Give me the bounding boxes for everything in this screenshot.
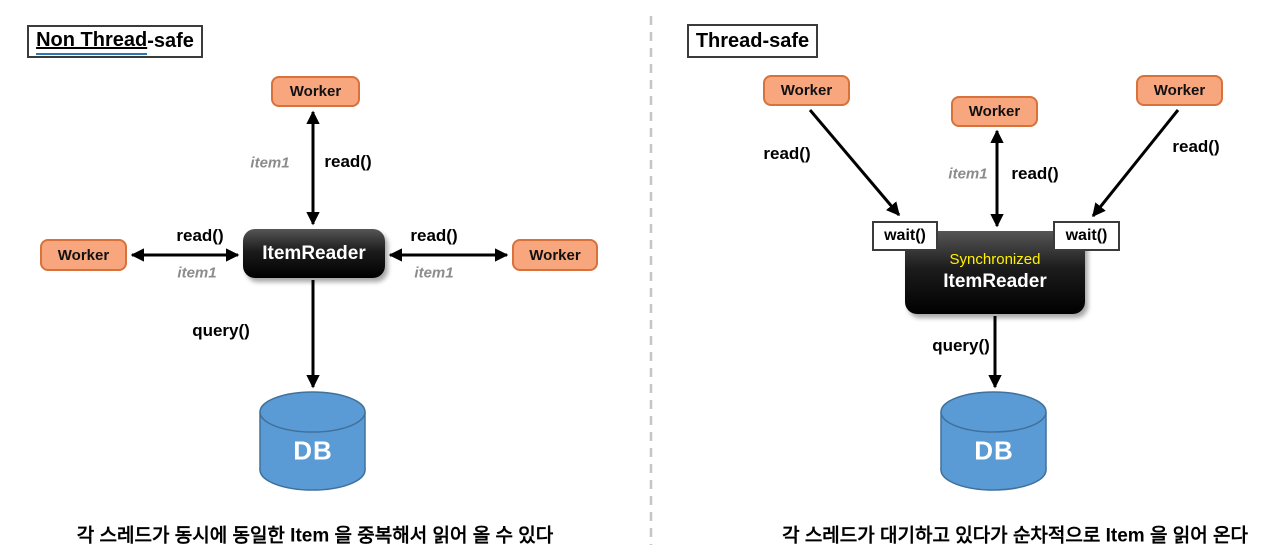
left-worker-top-label: Worker (289, 83, 342, 100)
right-title-text: Thread-safe (695, 29, 810, 52)
left-itemreader-label: ItemReader (262, 242, 366, 264)
db-cylinder-left (259, 391, 366, 491)
right-read-left-label: read() (763, 144, 811, 163)
right-worker-left-label: Worker (780, 82, 833, 99)
right-arrows (808, 109, 1180, 389)
wait-right-label: wait() (1065, 227, 1108, 244)
right-query-label: query() (932, 336, 990, 355)
left-worker-top: Worker (271, 76, 360, 107)
synchronized-label: Synchronized (949, 251, 1041, 269)
left-worker-right-label: Worker (529, 246, 581, 264)
right-itemreader-label: ItemReader (943, 271, 1047, 292)
right-worker-right-label: Worker (1153, 82, 1206, 99)
right-caption: 각 스레드가 대기하고 있다가 순차적으로 Item 을 읽어 온다 (782, 525, 1248, 547)
left-read-left-label: read() (176, 226, 224, 245)
left-item1-top-label: item1 (250, 154, 290, 172)
left-read-top-label: read() (324, 152, 372, 171)
left-worker-left-label: Worker (57, 246, 110, 264)
left-title-underlined-text: Non Thread (36, 29, 148, 55)
left-itemreader-box: ItemReader (243, 229, 385, 278)
right-worker-left: Worker (763, 75, 850, 106)
wait-box-left: wait() (872, 221, 938, 251)
right-worker-right: Worker (1136, 75, 1223, 106)
left-db-label: DB (293, 435, 333, 466)
left-worker-left: Worker (40, 239, 127, 271)
left-arrows (130, 110, 509, 389)
left-read-right-label: read() (410, 226, 458, 245)
right-arrow-left-worker (808, 109, 901, 217)
right-worker-center: Worker (951, 96, 1038, 127)
wait-box-right: wait() (1053, 221, 1120, 251)
right-read-right-label: read() (1172, 137, 1220, 156)
db-cylinder-right (940, 391, 1047, 491)
right-db-label: DB (974, 435, 1014, 466)
left-item1-right-label: item1 (414, 264, 454, 282)
left-query-label: query() (192, 321, 250, 340)
left-caption: 각 스레드가 동시에 동일한 Item 을 중복해서 읽어 올 수 있다 (76, 525, 554, 547)
right-read-center-label: read() (1011, 164, 1059, 183)
wait-left-label: wait() (884, 227, 926, 244)
right-worker-center-label: Worker (968, 103, 1021, 120)
left-worker-right: Worker (512, 239, 598, 271)
right-arrow-right-worker (1091, 109, 1180, 218)
right-panel-title: Thread-safe (687, 24, 818, 58)
right-item1-center-label: item1 (948, 165, 988, 183)
left-title-rest-text: -safe (147, 30, 194, 52)
left-item1-left-label: item1 (177, 264, 217, 282)
left-panel-title: Non Thread-safe (27, 25, 203, 58)
